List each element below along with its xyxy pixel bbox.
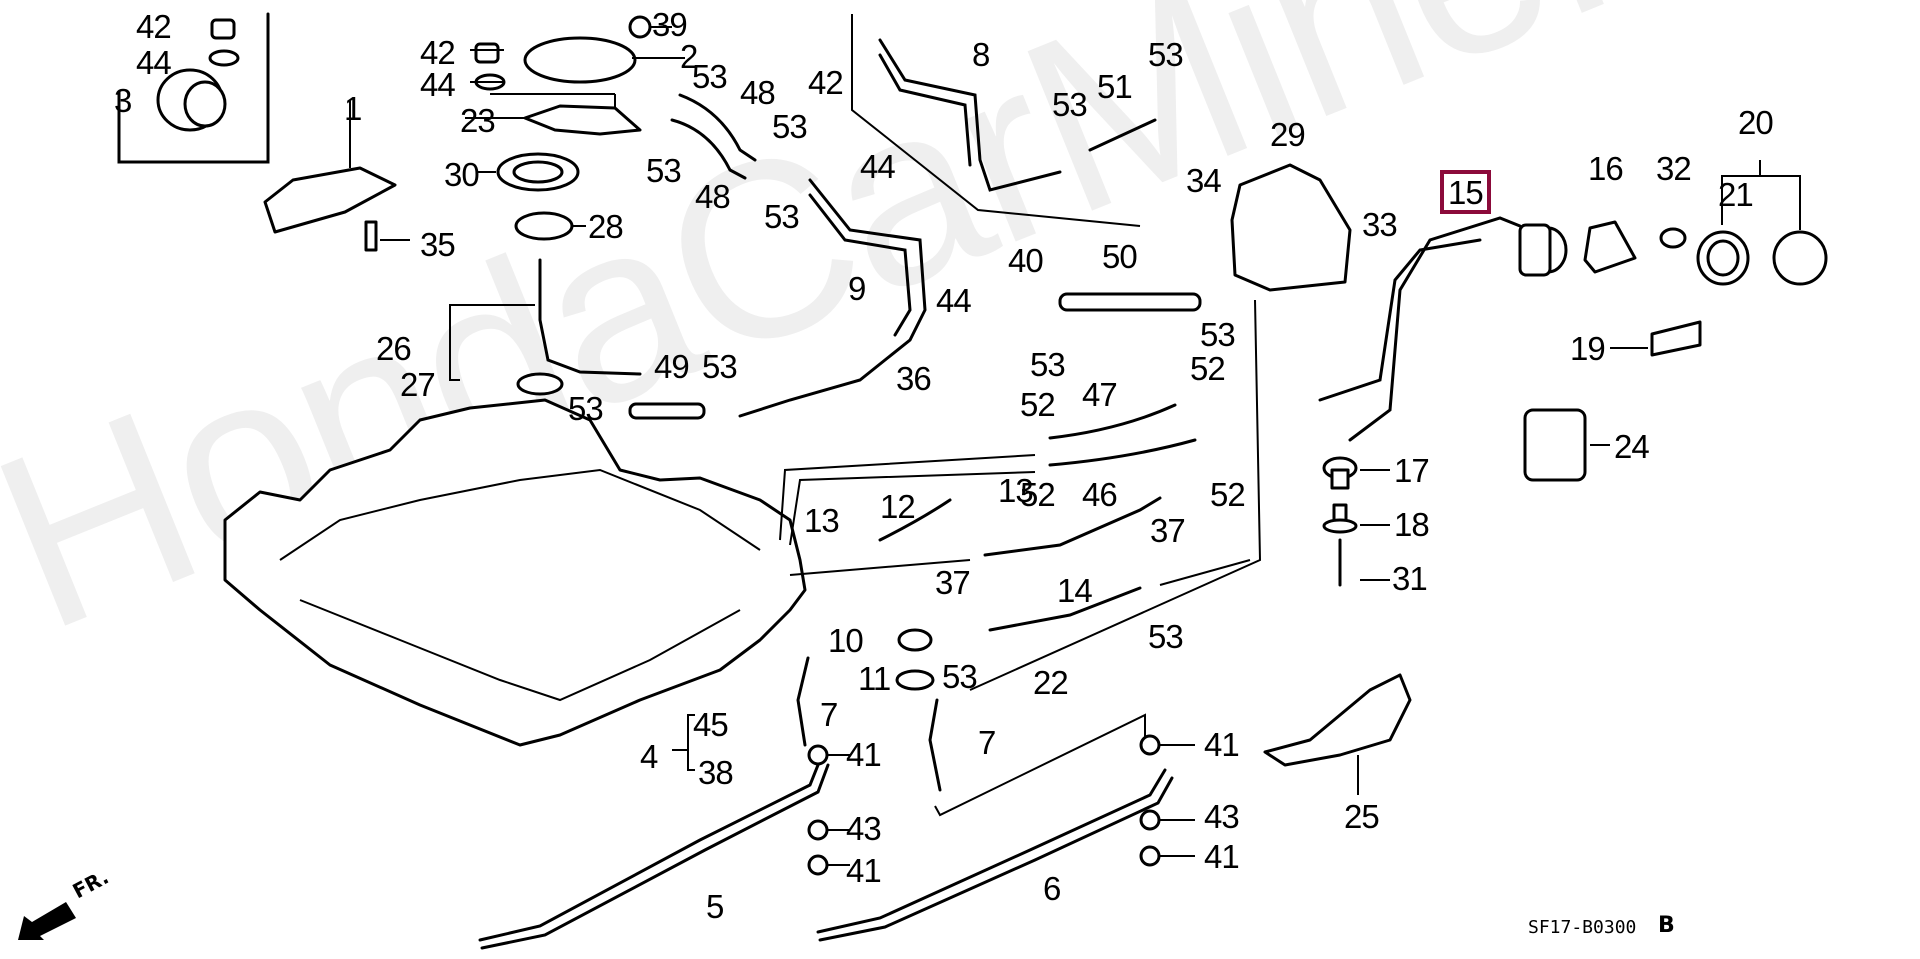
part-callout-40[interactable]: 40 <box>1008 242 1044 279</box>
part-callout-53[interactable]: 53 <box>568 390 604 427</box>
fuel-tank <box>223 398 807 747</box>
protector-25 <box>1263 673 1412 767</box>
part-callout-52[interactable]: 52 <box>1210 476 1246 513</box>
part-callout-17[interactable]: 17 <box>1394 452 1430 489</box>
diagram-revision: B <box>1658 913 1675 938</box>
part-callout-20[interactable]: 20 <box>1738 104 1774 141</box>
diagram-code: SF17-B0300 <box>1528 917 1637 938</box>
part-callout-53[interactable]: 53 <box>1030 346 1066 383</box>
part-callout-14[interactable]: 14 <box>1057 572 1093 609</box>
part-callout-7[interactable]: 7 <box>978 724 996 761</box>
part-callout-53[interactable]: 53 <box>692 58 728 95</box>
part-callout-47[interactable]: 47 <box>1082 376 1118 413</box>
canister-group <box>156 18 240 132</box>
part-callout-10[interactable]: 10 <box>828 622 864 659</box>
part-callout-8[interactable]: 8 <box>972 36 990 73</box>
part-callout-53[interactable]: 53 <box>1148 618 1184 655</box>
inset-frame <box>117 12 270 164</box>
part-callout-53[interactable]: 53 <box>942 658 978 695</box>
part-callout-37[interactable]: 37 <box>1150 512 1186 549</box>
part-callout-25[interactable]: 25 <box>1344 798 1380 835</box>
part-callout-53[interactable]: 53 <box>764 198 800 235</box>
part-callout-33[interactable]: 33 <box>1362 206 1398 243</box>
part-callout-13[interactable]: 13 <box>998 472 1034 509</box>
part-callout-12[interactable]: 12 <box>880 488 916 525</box>
part-callout-39[interactable]: 39 <box>652 6 688 43</box>
part-callout-13[interactable]: 13 <box>804 502 840 539</box>
part-callout-41[interactable]: 41 <box>846 852 882 889</box>
part-callout-22[interactable]: 22 <box>1033 664 1069 701</box>
part-callout-37[interactable]: 37 <box>935 564 971 601</box>
part-callout-7[interactable]: 7 <box>820 696 838 733</box>
part-callout-32[interactable]: 32 <box>1656 150 1692 187</box>
part-callout-15[interactable]: 15 <box>1440 170 1491 214</box>
part-callout-1[interactable]: 1 <box>344 90 362 127</box>
part-callout-11[interactable]: 11 <box>858 660 891 697</box>
part-callout-21[interactable]: 21 <box>1718 176 1754 213</box>
part-callout-19[interactable]: 19 <box>1570 330 1606 367</box>
part-callout-36[interactable]: 36 <box>896 360 932 397</box>
part-callout-44[interactable]: 44 <box>860 148 896 185</box>
part-callout-16[interactable]: 16 <box>1588 150 1624 187</box>
part-callout-42[interactable]: 42 <box>808 64 844 101</box>
part-callout-44[interactable]: 44 <box>936 282 972 319</box>
part-callout-42[interactable]: 42 <box>136 8 172 45</box>
part-callout-52[interactable]: 52 <box>1020 386 1056 423</box>
strap-5 <box>478 758 822 942</box>
part-callout-49[interactable]: 49 <box>654 348 690 385</box>
part-callout-53[interactable]: 53 <box>1148 36 1184 73</box>
part-callout-48[interactable]: 48 <box>695 178 731 215</box>
part-callout-41[interactable]: 41 <box>846 736 882 773</box>
part-callout-26[interactable]: 26 <box>376 330 412 367</box>
part-callout-34[interactable]: 34 <box>1186 162 1222 199</box>
part-callout-52[interactable]: 52 <box>1020 476 1056 513</box>
part-callout-43[interactable]: 43 <box>846 810 882 847</box>
part-callout-24[interactable]: 24 <box>1614 428 1650 465</box>
part-callout-27[interactable]: 27 <box>400 366 436 403</box>
part-callout-30[interactable]: 30 <box>444 156 480 193</box>
part-callout-44[interactable]: 44 <box>136 44 172 81</box>
part-callout-53[interactable]: 53 <box>1200 316 1236 353</box>
part-callout-35[interactable]: 35 <box>420 226 456 263</box>
strap-6 <box>816 768 1167 934</box>
part-callout-28[interactable]: 28 <box>588 208 624 245</box>
part-callout-45[interactable]: 45 <box>693 706 729 743</box>
canister-cover-1 <box>263 166 397 234</box>
part-callout-42[interactable]: 42 <box>420 34 456 71</box>
part-callout-23[interactable]: 23 <box>460 102 496 139</box>
part-callout-50[interactable]: 50 <box>1102 238 1138 275</box>
filler-neck <box>1348 216 1522 442</box>
part-callout-53[interactable]: 53 <box>646 152 682 189</box>
front-direction-arrow-icon <box>18 902 76 940</box>
part-callout-43[interactable]: 43 <box>1204 798 1240 835</box>
shield-29 <box>1230 163 1352 292</box>
part-callout-53[interactable]: 53 <box>702 348 738 385</box>
part-callout-3[interactable]: 3 <box>114 82 132 119</box>
part-callout-53[interactable]: 53 <box>1052 86 1088 123</box>
part-callout-2[interactable]: 2 <box>680 38 698 75</box>
part-callout-51[interactable]: 51 <box>1097 68 1133 105</box>
part-callout-53[interactable]: 53 <box>772 108 808 145</box>
part-callout-52[interactable]: 52 <box>1190 350 1226 387</box>
part-callout-44[interactable]: 44 <box>420 66 456 103</box>
part-callout-5[interactable]: 5 <box>706 888 724 925</box>
part-callout-29[interactable]: 29 <box>1270 116 1306 153</box>
part-callout-41[interactable]: 41 <box>1204 726 1240 763</box>
part-callout-38[interactable]: 38 <box>698 754 734 791</box>
part-callout-18[interactable]: 18 <box>1394 506 1430 543</box>
part-callout-9[interactable]: 9 <box>848 270 866 307</box>
part-callout-48[interactable]: 48 <box>740 74 776 111</box>
part-callout-4[interactable]: 4 <box>640 738 658 775</box>
part-callout-46[interactable]: 46 <box>1082 476 1118 513</box>
part-callout-41[interactable]: 41 <box>1204 838 1240 875</box>
part-callout-31[interactable]: 31 <box>1392 560 1428 597</box>
part-callout-6[interactable]: 6 <box>1043 870 1061 907</box>
